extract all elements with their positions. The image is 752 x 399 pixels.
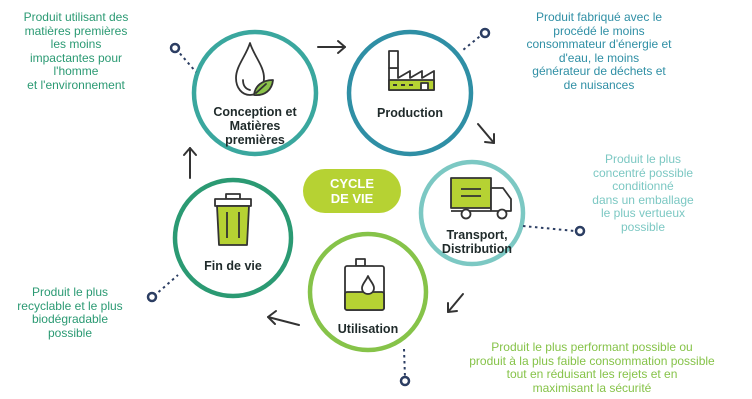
trash-bin-icon	[214, 193, 252, 246]
arrow-transport-to-utilisation	[447, 293, 464, 313]
connector-line-conception	[175, 48, 197, 73]
connector-dot-fin-de-vie	[146, 291, 158, 303]
stage-label-transport: Transport, Distribution	[441, 228, 513, 256]
description-transport: Produit le plus concentré possible condi…	[592, 152, 694, 234]
canister-drop-icon	[344, 258, 385, 311]
arrow-fin-de-vie-to-conception	[183, 147, 197, 179]
connector-line-production	[462, 32, 485, 51]
arrow-utilisation-to-fin-de-vie	[267, 310, 300, 326]
arrow-conception-to-production	[317, 40, 346, 54]
arrow-production-to-transport	[477, 123, 495, 144]
description-production: Produit fabriqué avec le procédé le moin…	[526, 10, 672, 92]
connector-dot-utilisation	[399, 375, 411, 387]
description-fin-de-vie: Produit le plus recyclable et le plus bi…	[17, 285, 123, 340]
stage-label-fin-de-vie: Fin de vie	[204, 259, 262, 273]
connector-line-transport	[522, 225, 576, 232]
stage-label-conception: Conception et Matières premières	[213, 105, 297, 147]
water-drop-leaf-icon	[235, 42, 274, 96]
connector-dot-conception	[169, 42, 181, 54]
description-conception: Produit utilisant des matières premières…	[23, 10, 129, 92]
stage-label-production: Production	[377, 106, 443, 120]
truck-icon	[450, 177, 512, 220]
cycle-de-vie-badge: CYCLE DE VIE	[303, 169, 401, 213]
stage-label-utilisation: Utilisation	[337, 322, 399, 336]
connector-line-fin-de-vie	[153, 274, 179, 297]
factory-icon	[388, 50, 435, 91]
connector-dot-production	[479, 27, 491, 39]
stage-circle-production	[346, 29, 474, 157]
connector-line-utilisation	[403, 348, 406, 379]
description-utilisation: Produit le plus performant possible ou p…	[469, 340, 715, 395]
connector-dot-transport	[574, 225, 586, 237]
